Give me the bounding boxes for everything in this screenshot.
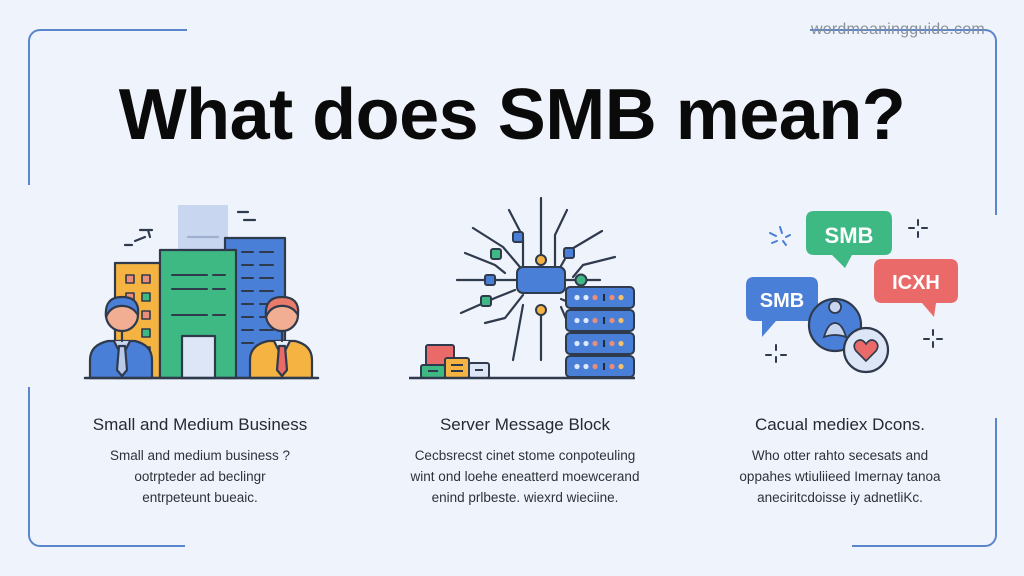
column-chat-slang: SMB ICXH SMB Cacual mediex Dcons. Who ot…	[690, 195, 990, 505]
frame-corner-top-right	[810, 29, 997, 215]
network-server-icon	[395, 195, 655, 390]
description-line: Who otter rahto secesats and	[751, 448, 929, 463]
description-line: ootrpteder ad beclingr	[134, 469, 266, 484]
description-line: enind prlbeste. wiexrd wieciine.	[431, 490, 619, 505]
description-chat-slang: Who otter rahto secesats and oppahes wti…	[690, 445, 990, 508]
office-buildings-with-business-people-icon	[70, 195, 330, 390]
heading-server-message-block: Server Message Block	[439, 415, 611, 434]
description-small-medium-business: Small and medium business ? ootrpteder a…	[50, 445, 350, 508]
heading-small-medium-business: Small and Medium Business	[92, 415, 308, 434]
description-line: entrpeteunt bueaic.	[142, 490, 258, 505]
bubble-text-blue: SMB	[760, 290, 804, 312]
frame-corner-bottom-right	[852, 418, 997, 547]
description-line: wint ond loehe eneatterd moewcerand	[410, 469, 640, 484]
column-small-medium-business: Small and Medium Business Small and medi…	[50, 195, 350, 505]
column-server-message-block: Server Message Block Cecbsrecst cinet st…	[375, 195, 675, 505]
description-line: Cecbsrecst cinet stome conpoteuling	[414, 448, 636, 463]
description-line: aneciritcdoisse iy adnetliKc.	[757, 490, 923, 505]
watermark: wordmeaningguide.com	[811, 21, 985, 38]
frame-corner-top-left	[28, 29, 187, 185]
bubble-text-green: SMB	[825, 223, 874, 248]
chat-bubbles-icon: SMB ICXH SMB	[710, 195, 970, 390]
page-title: What does SMB mean?	[118, 75, 906, 155]
description-line: oppahes wtiuliieed Imernay tanoa	[739, 469, 941, 484]
frame-corner-bottom-left	[28, 387, 185, 547]
heading-chat-slang: Cacual mediex Dcons.	[754, 415, 926, 434]
description-line: Small and medium business ?	[109, 448, 291, 463]
description-server-message-block: Cecbsrecst cinet stome conpoteuling wint…	[375, 445, 675, 508]
bubble-text-red: ICXH	[892, 272, 940, 294]
